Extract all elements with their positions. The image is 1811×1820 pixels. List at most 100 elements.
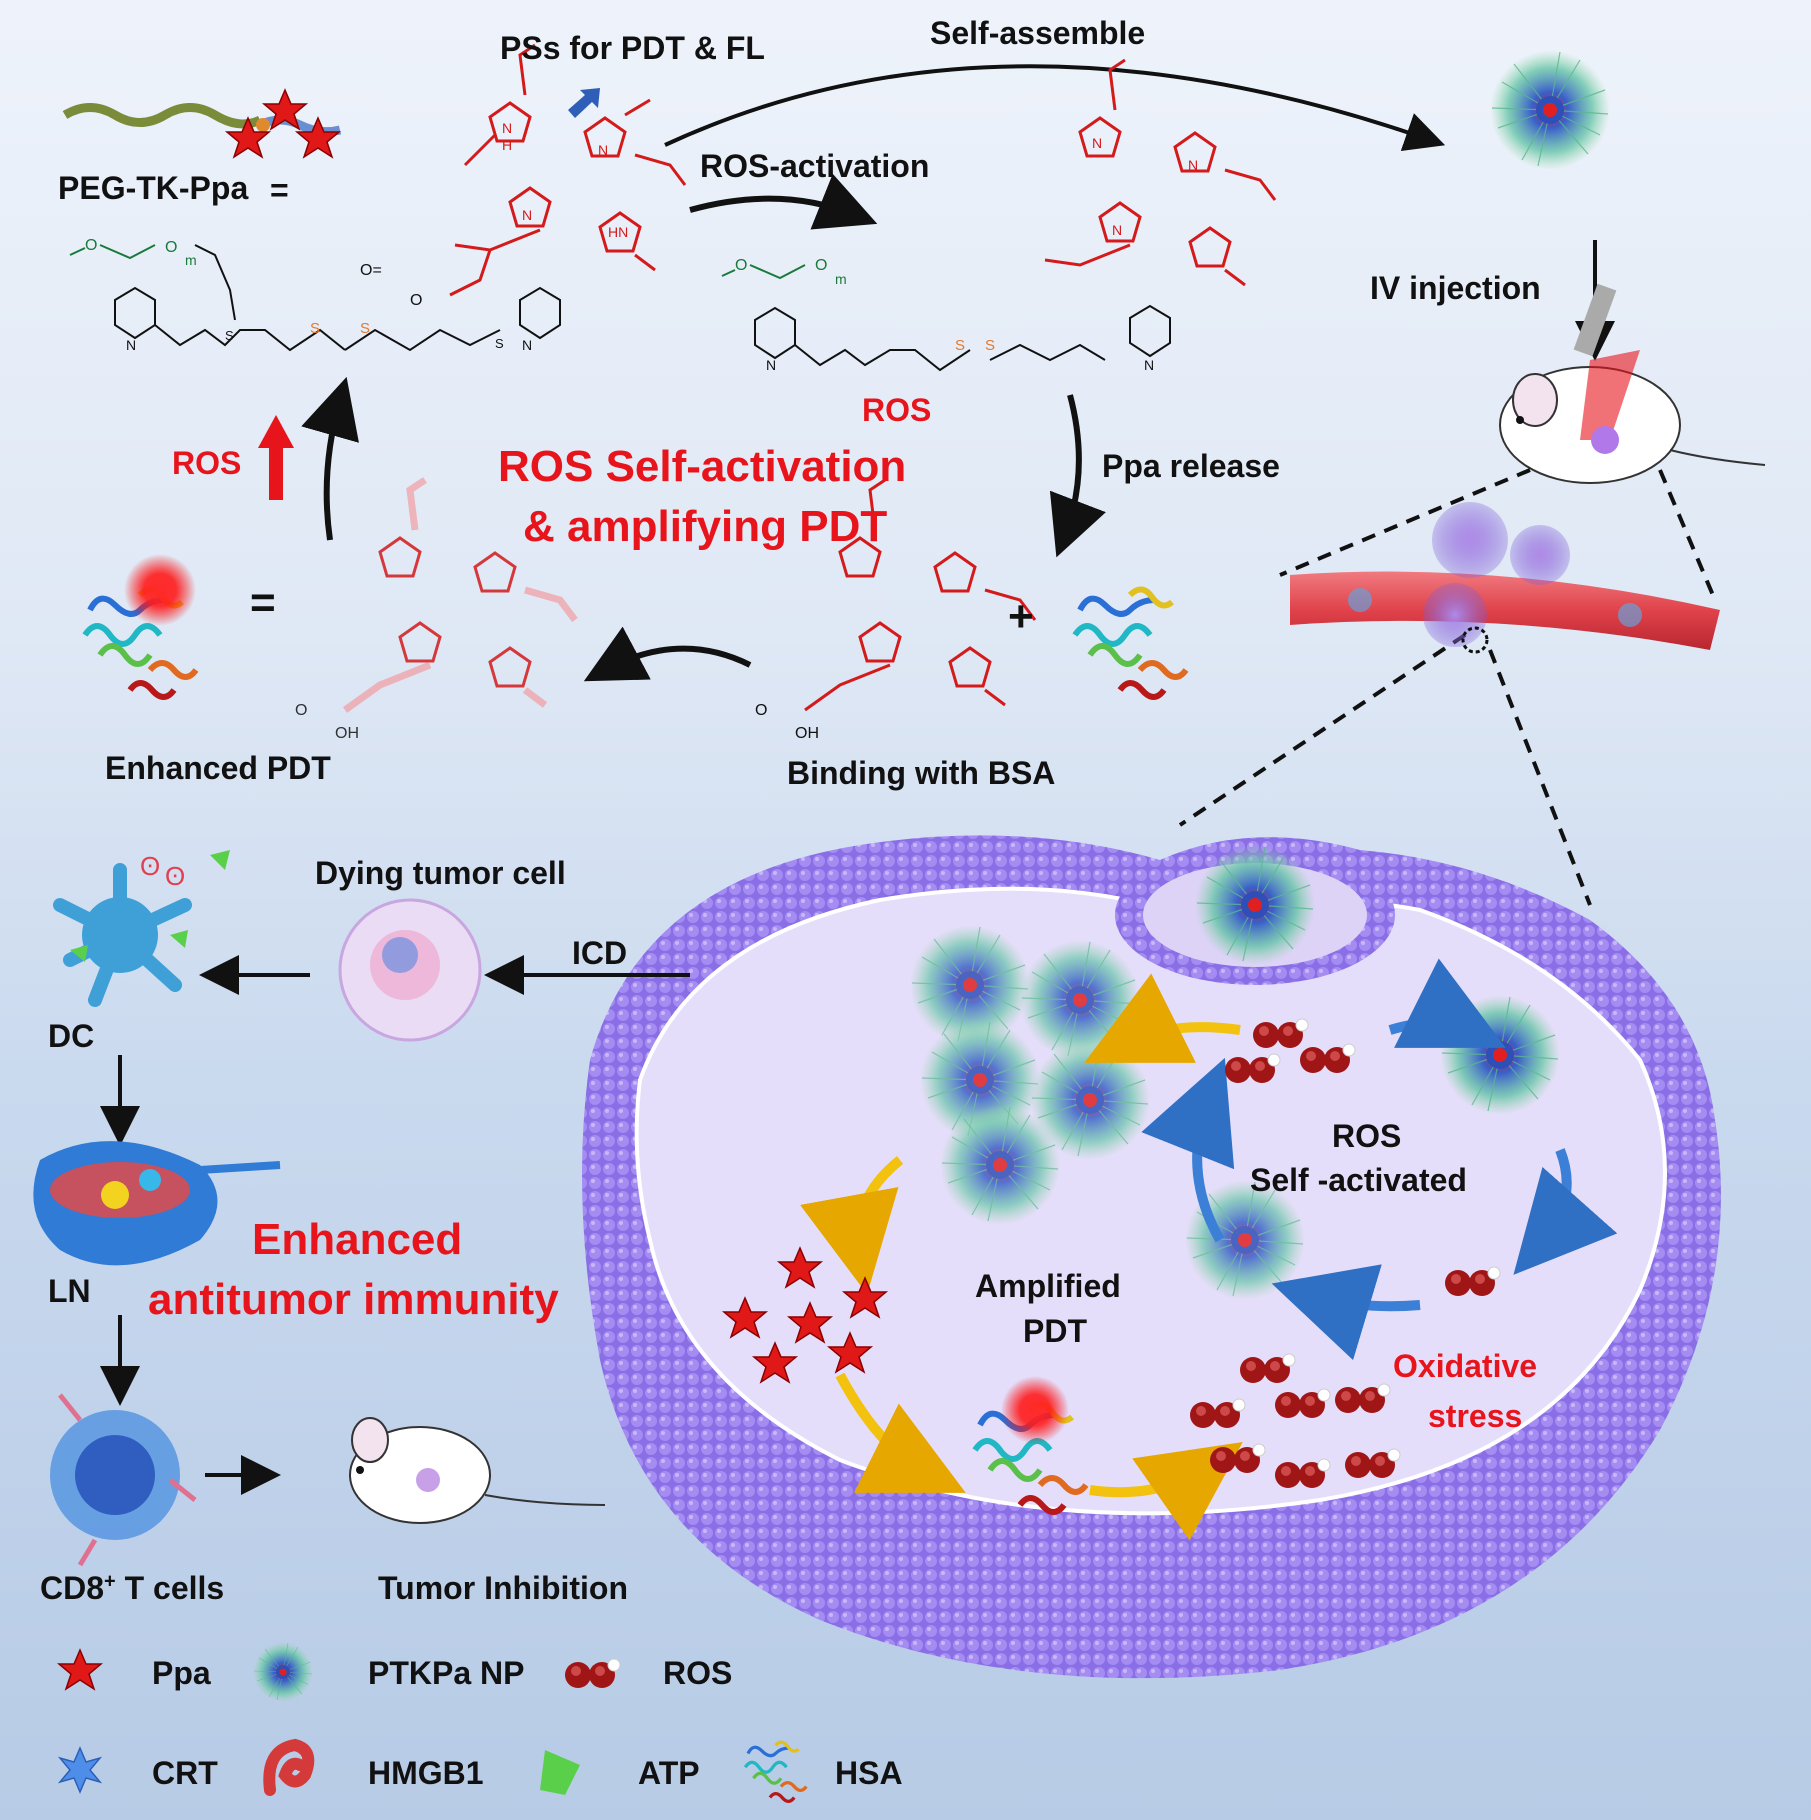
svg-text:S: S	[310, 320, 320, 337]
iv-injection-label: IV injection	[1370, 270, 1541, 306]
bind-arrow	[583, 626, 752, 682]
svg-text:O: O	[165, 239, 177, 256]
legend-ppa-icon	[58, 1649, 102, 1690]
amplified-pdt-1: Amplified	[975, 1268, 1121, 1304]
mouse-top	[1499, 283, 1766, 484]
ln-label: LN	[48, 1273, 91, 1309]
svg-text:N: N	[502, 120, 512, 136]
legend-hsa-icon	[743, 1740, 808, 1803]
svg-text:O: O	[295, 702, 307, 719]
svg-text:N: N	[1188, 157, 1198, 173]
ppa-molecule-released: N N N	[1044, 58, 1277, 287]
ppa-glow	[124, 554, 196, 626]
legend-np-label: PTKPa NP	[368, 1655, 525, 1691]
nanoparticle-top	[1489, 49, 1611, 171]
svg-text:O: O	[755, 702, 767, 719]
ros-up-label: ROS	[172, 445, 242, 481]
ps-label: PSs for PDT & FL	[500, 30, 765, 66]
legend-hsa-label: HSA	[835, 1755, 903, 1791]
peg-tk-ppa-label: PEG-TK-Ppa	[58, 170, 249, 206]
mouse-bottom	[349, 1417, 606, 1524]
nanoparticle-cycle	[1439, 994, 1561, 1116]
ros-center-1: ROS	[1332, 1118, 1402, 1154]
svg-text:O: O	[85, 237, 97, 254]
amplified-pdt-2: PDT	[1023, 1313, 1087, 1349]
ros-up-arrow	[258, 415, 294, 500]
svg-text:N: N	[126, 337, 136, 353]
svg-text:S: S	[955, 337, 965, 354]
svg-text:H: H	[502, 137, 512, 153]
dendritic-cell: ʘ ʘ	[53, 850, 230, 1007]
svg-text:m: m	[835, 271, 847, 287]
legend-atp-label: ATP	[638, 1755, 700, 1791]
svg-text:S: S	[360, 320, 370, 337]
legend-ros-icon	[564, 1658, 621, 1689]
legend-np-icon	[252, 1641, 314, 1703]
svg-text:N: N	[1092, 135, 1102, 151]
legend-crt-label: CRT	[152, 1755, 218, 1791]
nanoparticle-endocytosis	[1194, 844, 1316, 966]
legend-atp-icon	[540, 1750, 580, 1795]
ppa-release-arrow	[1049, 394, 1106, 558]
legend-ppa-label: Ppa	[152, 1655, 211, 1691]
svg-text:N: N	[522, 207, 532, 223]
svg-text:N: N	[1112, 222, 1122, 238]
svg-text:O: O	[410, 292, 422, 309]
ppa-molecule-glow: O OH	[295, 477, 578, 742]
equals-sign: =	[270, 172, 289, 208]
self-assemble-arrow	[664, 64, 1446, 151]
svg-text:S: S	[985, 337, 995, 354]
svg-text:m: m	[185, 252, 197, 268]
ppa-release-label: Ppa release	[1102, 448, 1280, 484]
svg-text:HN: HN	[608, 224, 628, 240]
polymer-chain-right: O O m N S S N	[721, 257, 1171, 373]
ros-center-2: Self -activated	[1250, 1162, 1467, 1198]
enhanced-immunity-2: antitumor immunity	[148, 1275, 559, 1324]
ros-small-label: ROS	[862, 392, 932, 428]
enhanced-pdt-label: Enhanced PDT	[105, 750, 331, 786]
ppa-molecule-bound: O OH	[755, 478, 1037, 742]
plus-sign: +	[1008, 592, 1034, 641]
self-assemble-label: Self-assemble	[930, 15, 1146, 51]
nanoparticle-burst-5	[939, 1104, 1061, 1226]
svg-text:ʘ: ʘ	[165, 861, 185, 891]
tumor-cell	[582, 835, 1721, 1679]
svg-text:N: N	[522, 337, 532, 353]
tumor-inhibition-label: Tumor Inhibition	[378, 1570, 629, 1606]
svg-text:O=: O=	[360, 262, 382, 279]
ros-activation-arrow	[689, 173, 878, 230]
dying-tumor-cell	[338, 898, 482, 1042]
pointer-arrow-icon	[568, 88, 600, 118]
enhanced-immunity-1: Enhanced	[252, 1215, 463, 1264]
legend-crt-icon	[57, 1746, 103, 1794]
legend-icons	[57, 1641, 808, 1803]
legend-hmgb1-label: HMGB1	[368, 1755, 484, 1791]
svg-text:OH: OH	[335, 725, 359, 742]
bsa-protein	[1075, 589, 1186, 697]
dying-cell-label: Dying tumor cell	[315, 855, 566, 891]
svg-text:O: O	[815, 257, 827, 274]
ros-activation-label: ROS-activation	[700, 148, 930, 184]
t-cell	[50, 1393, 197, 1567]
cd8-label: CD8+ T cells	[40, 1570, 225, 1606]
svg-text:ʘ: ʘ	[140, 851, 160, 881]
svg-text:N: N	[1144, 357, 1154, 373]
oxidative-stress-2: stress	[1428, 1398, 1523, 1434]
self-activation-title-2: & amplifying PDT	[523, 502, 888, 551]
return-arrow	[301, 376, 359, 541]
legend-ros-label: ROS	[663, 1655, 733, 1691]
svg-text:N: N	[598, 142, 608, 158]
svg-text:O: O	[735, 257, 747, 274]
dc-label: DC	[48, 1018, 95, 1054]
ppa-molecule-top: N H N N HN	[449, 43, 687, 297]
binding-bsa-label: Binding with BSA	[787, 755, 1056, 791]
legend-hmgb1-icon	[263, 1738, 315, 1796]
icd-label: ICD	[572, 935, 628, 971]
polymer-chain-left: O O m N S S S S N O= O	[69, 237, 561, 353]
polymer-cartoon	[62, 89, 342, 158]
blood-vessel	[1290, 502, 1720, 654]
svg-text:N: N	[766, 357, 776, 373]
svg-text:S: S	[495, 336, 504, 351]
